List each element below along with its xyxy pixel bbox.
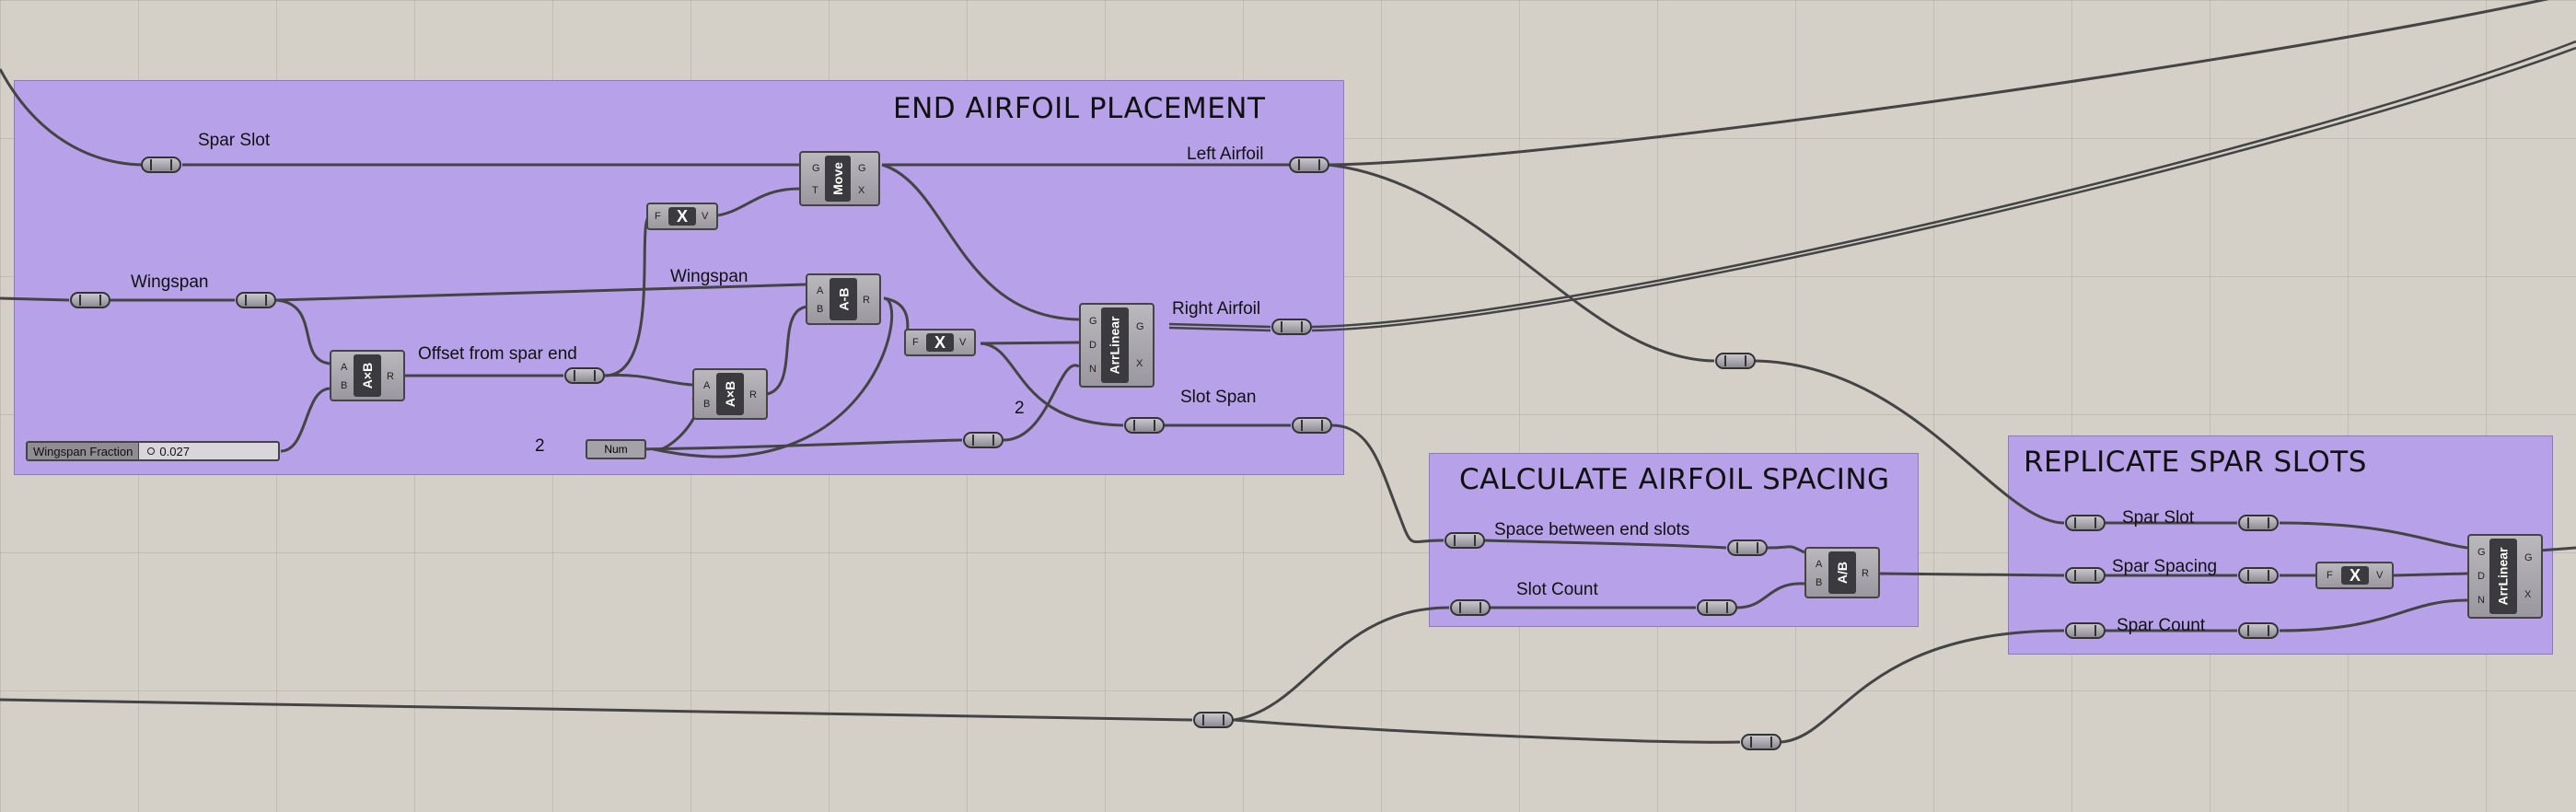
relay[interactable] [1697, 599, 1737, 616]
x-core: X [668, 207, 696, 226]
port-g: G [858, 163, 866, 174]
group-title: CALCULATE AIRFOIL SPACING [1459, 463, 1890, 496]
group-title: REPLICATE SPAR SLOTS [2024, 446, 2367, 479]
port-v: V [702, 211, 709, 222]
relay[interactable] [1727, 539, 1768, 556]
wingspan-fraction-slider[interactable]: Wingspan Fraction 0.027 [26, 441, 280, 461]
port-f: F [912, 337, 919, 348]
arrlinear-core: ArrLinear [1101, 307, 1129, 383]
port-b: B [703, 399, 711, 410]
x-component[interactable]: F X V [904, 329, 976, 356]
relay[interactable] [1124, 417, 1165, 434]
multiply-core: A×B [354, 354, 381, 397]
relay[interactable] [1715, 353, 1756, 369]
port-n: N [2477, 595, 2485, 606]
port-f: F [2327, 570, 2333, 581]
x-component[interactable]: F X V [646, 203, 718, 230]
number-output: 2 [1015, 399, 1025, 418]
port-r: R [749, 389, 757, 400]
label-wingspan: Wingspan [131, 273, 209, 292]
move-component[interactable]: G T Move G X [799, 151, 880, 206]
x-core: X [926, 333, 954, 352]
relay[interactable] [236, 292, 276, 308]
port-g: G [2477, 547, 2486, 558]
label-spar-slot: Spar Slot [198, 131, 271, 150]
port-g: G [1089, 316, 1097, 327]
label-spar-slot: Spar Slot [2122, 508, 2195, 528]
port-g: G [1136, 321, 1144, 332]
relay[interactable] [2065, 622, 2106, 639]
port-r: R [863, 295, 870, 306]
move-core: Move [825, 156, 851, 202]
label-slot-span: Slot Span [1180, 388, 1257, 407]
port-t: T [812, 185, 818, 196]
subtract-component[interactable]: A B A-B R [806, 273, 881, 325]
divide-core: A/B [1828, 551, 1856, 594]
port-d: D [1089, 340, 1097, 351]
relay[interactable] [141, 157, 181, 173]
label-left-airfoil: Left Airfoil [1187, 145, 1264, 164]
label-wingspan: Wingspan [670, 267, 748, 286]
subtract-core: A-B [830, 278, 857, 320]
port-a: A [1816, 559, 1823, 570]
multiply-component[interactable]: A B A×B R [692, 368, 768, 420]
relay[interactable] [1292, 417, 1332, 434]
port-v: V [959, 337, 967, 348]
group-end-airfoil-placement[interactable]: END AIRFOIL PLACEMENT [14, 80, 1344, 475]
multiply-core: A×B [716, 373, 744, 415]
relay[interactable] [1271, 319, 1312, 335]
port-d: D [2477, 571, 2485, 582]
relay[interactable] [1445, 532, 1485, 549]
divide-component[interactable]: A B A/B R [1804, 547, 1880, 598]
arrlinear-core: ArrLinear [2489, 539, 2517, 614]
port-x: X [1136, 358, 1143, 369]
port-a: A [817, 285, 824, 296]
slider-name: Wingspan Fraction [28, 443, 140, 459]
relay[interactable] [2065, 567, 2106, 584]
label-slot-count: Slot Count [1516, 580, 1598, 599]
port-a: A [341, 362, 348, 373]
label-spar-spacing: Spar Spacing [2112, 557, 2218, 576]
label-right-airfoil: Right Airfoil [1172, 299, 1261, 319]
port-f: F [655, 211, 661, 222]
label-offset-from-spar-end: Offset from spar end [418, 344, 577, 364]
relay[interactable] [1289, 157, 1329, 173]
arrlinear-component[interactable]: G D N ArrLinear G X [2467, 534, 2543, 619]
port-x: X [2524, 589, 2532, 600]
port-b: B [817, 304, 824, 315]
port-v: V [2376, 570, 2384, 581]
group-title: END AIRFOIL PLACEMENT [893, 92, 1266, 125]
num-parameter[interactable]: Num [586, 439, 646, 459]
label-spar-count: Spar Count [2117, 616, 2206, 635]
group-replicate-spar-slots[interactable]: REPLICATE SPAR SLOTS [2008, 435, 2553, 655]
label-space-between-end-slots: Space between end slots [1494, 520, 1690, 539]
relay[interactable] [2238, 567, 2279, 584]
number-output: 2 [535, 436, 545, 456]
port-a: A [703, 380, 711, 391]
relay[interactable] [564, 367, 605, 384]
relay[interactable] [1193, 712, 1234, 728]
arrlinear-component[interactable]: G D N ArrLinear G X [1079, 303, 1155, 388]
relay[interactable] [2065, 515, 2106, 531]
relay[interactable] [70, 292, 110, 308]
port-x: X [858, 185, 865, 196]
port-r: R [1862, 568, 1869, 579]
relay[interactable] [1741, 734, 1781, 750]
x-component[interactable]: F X V [2315, 562, 2394, 589]
slider-value[interactable]: 0.027 [139, 443, 190, 459]
port-b: B [1816, 577, 1823, 588]
multiply-component[interactable]: A B A×B R [330, 350, 405, 401]
relay[interactable] [2238, 622, 2279, 639]
port-r: R [387, 371, 394, 382]
relay[interactable] [963, 432, 1004, 448]
port-n: N [1089, 364, 1097, 375]
port-g: G [2524, 552, 2533, 563]
x-core: X [2341, 566, 2369, 585]
port-g: G [812, 163, 820, 174]
port-b: B [341, 380, 348, 391]
relay[interactable] [1450, 599, 1491, 616]
relay[interactable] [2238, 515, 2279, 531]
